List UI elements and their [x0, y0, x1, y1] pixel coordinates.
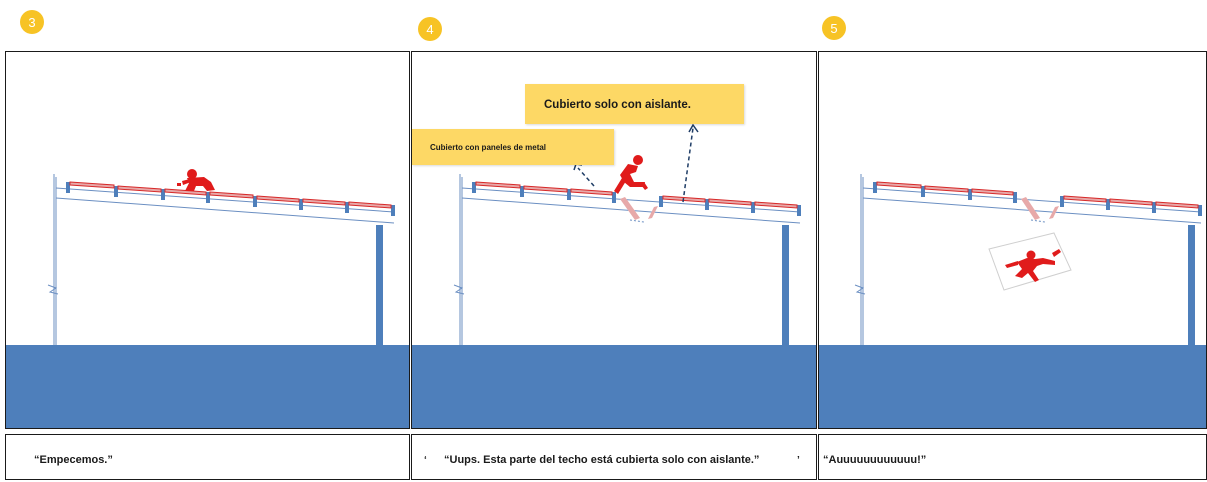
roof-scene-5	[854, 174, 1202, 345]
caption-text-3: “Empecemos.”	[34, 454, 113, 466]
callout-insulation-only: Cubierto solo con aislante.	[525, 84, 744, 124]
panel-number-badge-4: 4	[418, 17, 442, 41]
caption-tick-left: ‘	[424, 455, 427, 466]
caption-tick-right: ’	[797, 455, 800, 466]
roof-scene-3	[47, 169, 395, 345]
ground	[819, 345, 1206, 428]
panel-number-badge-3: 3	[20, 10, 44, 34]
worker-kneeling-icon	[177, 169, 215, 191]
comic-panel-5	[818, 51, 1207, 429]
caption-box-3: “Empecemos.”	[5, 434, 410, 480]
caption-box-4: ‘ “Uups. Esta parte del techo está cubie…	[411, 434, 817, 480]
caption-text-5: “Auuuuuuuuuuuu!”	[823, 454, 927, 466]
ground	[412, 345, 816, 428]
roof-scene-4	[453, 123, 801, 345]
panel-number-badge-5: 5	[822, 16, 846, 40]
comic-panel-4: Cubierto solo con aislante. Cubierto con…	[411, 51, 817, 429]
caption-text-4: “Uups. Esta parte del techo está cubiert…	[444, 454, 760, 466]
worker-falling-icon	[1005, 249, 1061, 282]
comic-panel-3	[5, 51, 410, 429]
caption-box-5: “Auuuuuuuuuuuu!”	[818, 434, 1207, 480]
worker-stumbling-icon	[614, 155, 648, 194]
ground	[6, 345, 409, 428]
callout-metal-text: Cubierto con paneles de metal	[430, 143, 547, 152]
callout-insulation-text: Cubierto solo con aislante.	[544, 99, 691, 111]
callout-metal-panels: Cubierto con paneles de metal	[412, 129, 614, 165]
